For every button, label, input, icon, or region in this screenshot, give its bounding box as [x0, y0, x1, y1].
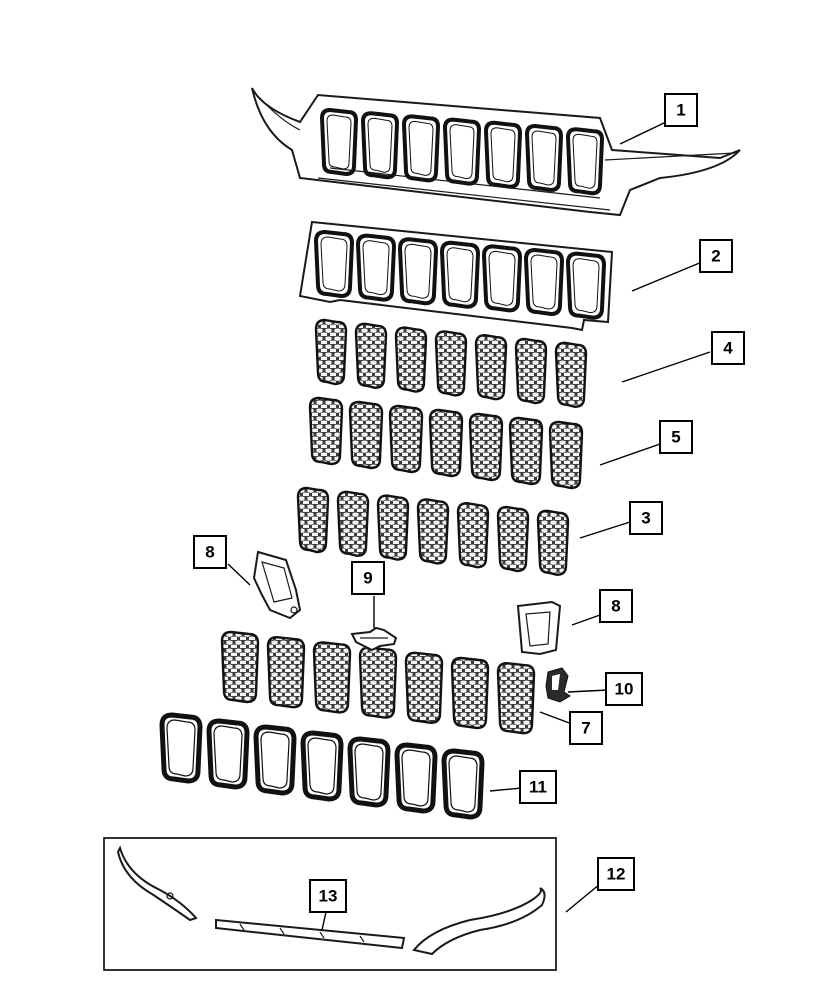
callout-13-label: 13: [319, 887, 338, 906]
callout-4: 4: [711, 331, 745, 365]
part-4-grille-insert: [314, 318, 588, 409]
callout-3: 3: [629, 501, 663, 535]
callout-9: 9: [351, 561, 385, 595]
callout-12: 12: [597, 857, 635, 891]
part-3-grille-insert: [296, 486, 570, 577]
part-8-left-bracket: [252, 550, 302, 620]
part-12-molding-kit: [103, 837, 557, 971]
callout-1: 1: [664, 93, 698, 127]
part-9-center-clip: [350, 626, 398, 652]
part-7-grille-insert: [220, 630, 536, 735]
part-8-right-bracket: [516, 600, 562, 656]
callout-13: 13: [309, 879, 347, 913]
callout-8-left: 8: [193, 535, 227, 569]
callout-10-label: 10: [615, 680, 634, 699]
part-10-clip: [545, 667, 571, 703]
callout-8-right-label: 8: [611, 597, 620, 616]
callout-4-label: 4: [723, 339, 733, 358]
callout-11-label: 11: [529, 778, 547, 797]
callout-5-label: 5: [671, 428, 680, 447]
callout-2-label: 2: [711, 247, 720, 266]
part-11-grille-bezels: [159, 712, 485, 820]
part-2-grille-reinforcement: [298, 220, 614, 332]
callout-2: 2: [699, 239, 733, 273]
callout-3-label: 3: [641, 509, 650, 528]
callout-11: 11: [519, 770, 557, 804]
callout-7: 7: [569, 711, 603, 745]
callout-12-label: 12: [607, 865, 626, 884]
callout-8-right: 8: [599, 589, 633, 623]
callout-5: 5: [659, 420, 693, 454]
callout-1-label: 1: [676, 101, 685, 120]
kit-12-frame: [103, 837, 557, 971]
callout-7-label: 7: [581, 719, 590, 738]
part-5-grille-insert: [308, 396, 584, 490]
leader-lines: [227, 121, 711, 931]
part-1-grille-frame: [251, 87, 741, 217]
callout-8-left-label: 8: [205, 543, 214, 562]
callout-9-label: 9: [363, 569, 372, 588]
callout-10: 10: [605, 672, 643, 706]
